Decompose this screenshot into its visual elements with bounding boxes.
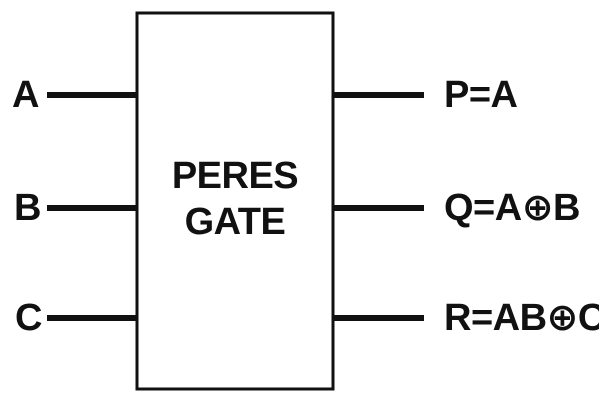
input-label-b: B [14, 187, 41, 229]
output-label-p: P=A [444, 74, 518, 116]
gate-title-line1: PERES [171, 155, 299, 197]
output-label-r: R=AB⊕C [444, 297, 599, 339]
output-label-q: Q=A⊕B [444, 187, 580, 229]
input-label-a: A [12, 74, 39, 116]
gate-title: PERES GATE [137, 154, 333, 245]
gate-title-line2: GATE [184, 200, 286, 243]
input-label-c: C [15, 297, 42, 339]
gate-box [135, 11, 335, 391]
